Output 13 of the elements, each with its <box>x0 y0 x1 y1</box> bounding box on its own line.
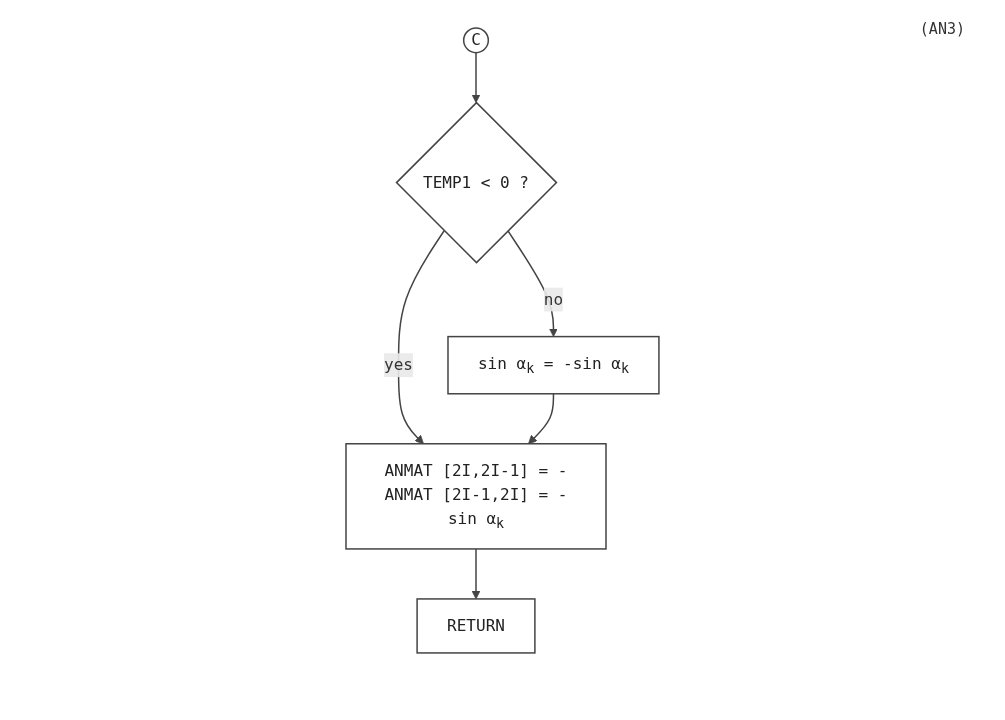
arrow <box>397 229 445 444</box>
arrow <box>471 547 481 599</box>
node-box: RETURN <box>416 597 536 654</box>
edge-label: no <box>543 289 564 309</box>
edge-label: yes <box>384 354 414 374</box>
connector-reference: (AN3) <box>919 20 965 38</box>
arrow <box>507 229 558 337</box>
arrow <box>528 392 555 444</box>
node-box: ANMAT [2I,2I-1] = -ANMAT [2I-1,2I] = -sin α$_{k}$ <box>345 442 607 550</box>
node-diamond: TEMP1 < 0 ? <box>395 101 558 264</box>
arrow <box>471 51 481 103</box>
node-box: sin α$_{k}$ = -sin α$_{k}$ <box>447 335 660 395</box>
node-circle: C <box>462 26 490 53</box>
